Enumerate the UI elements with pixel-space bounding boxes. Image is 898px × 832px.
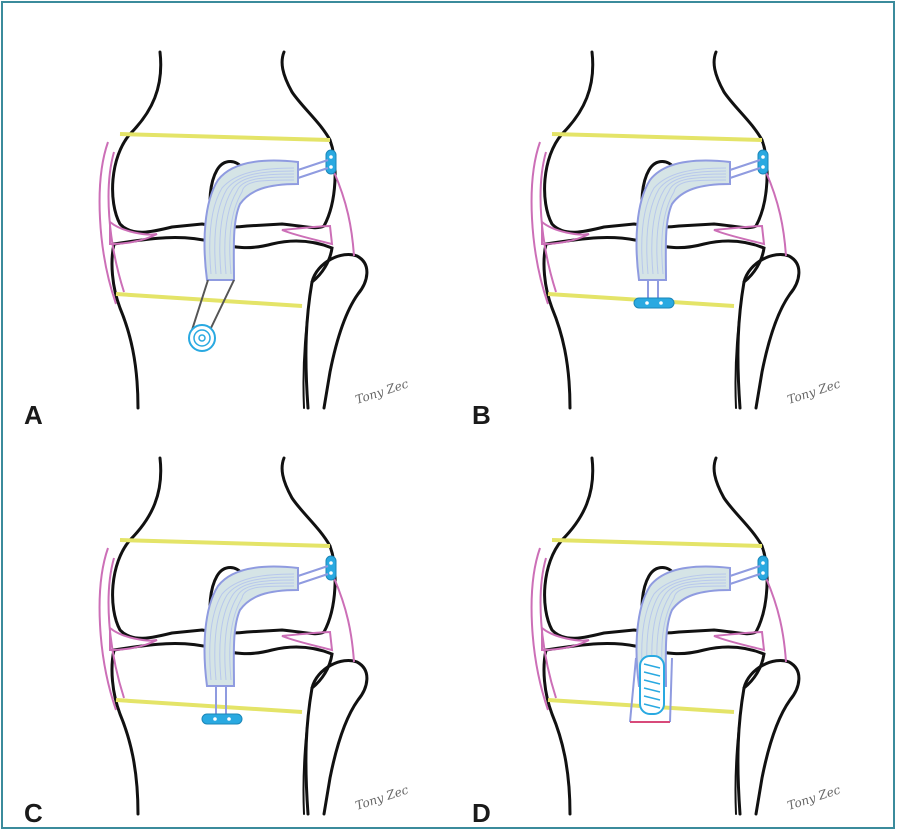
interference-screw: [189, 325, 215, 351]
tibial-button-hole: [659, 301, 663, 305]
artist-signature: Tony Zec: [354, 783, 411, 813]
femoral-button: [758, 556, 768, 580]
femoral-button-hole: [761, 165, 765, 169]
panel-d: Tony Zec D: [444, 418, 884, 828]
tibial-button-hole: [227, 717, 231, 721]
tibia-medial-shaft: [544, 244, 570, 408]
lateral-collateral-ligament: [334, 172, 354, 256]
tibia-medial-shaft: [112, 244, 138, 408]
femoral-reference-line: [552, 134, 762, 140]
lateral-collateral-ligament: [766, 578, 786, 662]
tibial-button: [202, 714, 242, 724]
tibia-medial-shaft: [112, 650, 138, 814]
fibula: [312, 254, 367, 408]
tibial-suture: [216, 686, 226, 714]
femoral-reference-line: [120, 540, 330, 546]
femoral-button-hole: [329, 561, 333, 565]
lateral-collateral-ligament: [334, 578, 354, 662]
panel-a: Tony Zec A: [12, 12, 452, 422]
artist-signature: Tony Zec: [786, 377, 843, 407]
femoral-button-hole: [329, 165, 333, 169]
knee-diagram-b: Tony Zec: [444, 12, 884, 422]
femoral-button-hole: [761, 561, 765, 565]
acl-graft: [205, 567, 298, 686]
artist-signature: Tony Zec: [786, 783, 843, 813]
artist-signature: Tony Zec: [354, 377, 411, 407]
femoral-button-hole: [761, 155, 765, 159]
femoral-button: [758, 150, 768, 174]
tibial-button-hole: [213, 717, 217, 721]
femoral-button: [326, 556, 336, 580]
femoral-button-hole: [329, 155, 333, 159]
panel-label-d: D: [472, 800, 491, 826]
acl-graft: [205, 161, 298, 280]
femoral-reference-line: [552, 540, 762, 546]
acl-graft: [637, 161, 730, 280]
tibial-suture: [648, 280, 658, 298]
fibula: [744, 254, 799, 408]
knee-diagram-c: Tony Zec: [12, 418, 452, 828]
lateral-collateral-ligament: [766, 172, 786, 256]
panel-c: Tony Zec C: [12, 418, 452, 828]
panel-label-c: C: [24, 800, 43, 826]
panel-b: Tony Zec B: [444, 12, 884, 422]
tibial-reference-line: [116, 294, 302, 306]
femoral-button: [326, 150, 336, 174]
femoral-button-hole: [329, 571, 333, 575]
tibial-button: [634, 298, 674, 308]
tibial-button-hole: [645, 301, 649, 305]
graft-loop: [192, 280, 234, 330]
knee-diagram-d: Tony Zec: [444, 418, 884, 828]
tibial-reference-line: [116, 700, 302, 712]
tibia-medial-shaft: [544, 650, 570, 814]
fibula: [312, 660, 367, 814]
fibula: [744, 660, 799, 814]
femoral-reference-line: [120, 134, 330, 140]
femoral-button-hole: [761, 571, 765, 575]
knee-diagram-a: Tony Zec: [12, 12, 452, 422]
